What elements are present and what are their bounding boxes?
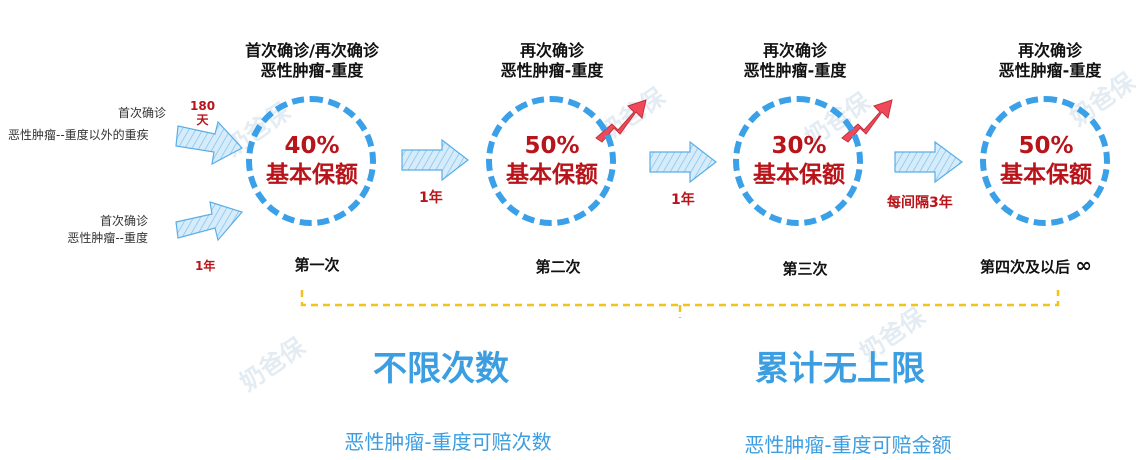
stage-2-content: 50% 基本保额	[487, 132, 617, 190]
stage-3-coverage: 基本保额	[753, 162, 845, 188]
entry-top-interval: 180 天	[190, 99, 215, 127]
stage-1-occurrence: 第一次	[294, 256, 340, 274]
entry-top-interval-num: 180	[190, 99, 216, 113]
entry-bottom-interval: 1年	[195, 259, 216, 273]
entry-bottom-label: 首次确诊 恶性肿瘤--重度	[67, 213, 148, 247]
entry-arrow-top	[175, 120, 243, 166]
bracket	[300, 290, 1060, 318]
entry-top-line2: 恶性肿瘤--重度以外的重疾	[8, 128, 149, 142]
interval-2: 1年	[671, 192, 695, 208]
stage-4-content: 50% 基本保额	[981, 132, 1111, 190]
entry-top-interval-unit: 天	[196, 113, 209, 127]
stage-1-percent: 40%	[284, 133, 340, 159]
entry-bottom-line2: 恶性肿瘤--重度	[67, 231, 148, 245]
stage-3-title-line2: 恶性肿瘤-重度	[743, 61, 847, 80]
summary-right-title: 累计无上限	[755, 349, 925, 389]
stage-2-occurrence: 第二次	[535, 258, 581, 276]
stage-2-coverage: 基本保额	[506, 162, 598, 188]
interval-3: 每间隔3年	[887, 195, 953, 211]
stage-3-circle	[733, 96, 863, 226]
stage-1-title-line1: 首次确诊/再次确诊	[245, 41, 379, 60]
stage-3-title-line1: 再次确诊	[762, 41, 827, 60]
stage-1-circle	[246, 96, 376, 226]
stage-1-content: 40% 基本保额	[247, 132, 377, 190]
stage-2-title: 再次确诊 恶性肿瘤-重度	[452, 41, 652, 81]
stage-1-title: 首次确诊/再次确诊 恶性肿瘤-重度	[212, 41, 412, 81]
stage-4-occurrence-wrap: 第四次及以后 ∞	[980, 253, 1140, 277]
entry-bottom-line1: 首次确诊	[99, 214, 148, 228]
stage-4-occurrence: 第四次及以后	[980, 258, 1071, 276]
entry-top-line1: 首次确诊	[117, 106, 166, 120]
stage-4-percent: 50%	[1018, 133, 1074, 159]
stage-4-title-line2: 恶性肿瘤-重度	[998, 61, 1102, 80]
stage-2-percent: 50%	[524, 133, 580, 159]
summary-left-title: 不限次数	[373, 349, 509, 389]
stage-2-circle	[486, 96, 616, 226]
summary-left-sub: 恶性肿瘤-重度可赔次数	[344, 430, 552, 454]
stage-3-percent: 30%	[771, 133, 827, 159]
stage-arrow-1	[401, 138, 469, 182]
stage-1-title-line2: 恶性肿瘤-重度	[260, 61, 364, 80]
stage-4-title-line1: 再次确诊	[1017, 41, 1082, 60]
stage-4-coverage: 基本保额	[1000, 162, 1092, 188]
stage-arrow-3	[894, 140, 964, 184]
interval-1: 1年	[419, 190, 443, 206]
stage-2-title-line1: 再次确诊	[519, 41, 584, 60]
stage-2-title-line2: 恶性肿瘤-重度	[500, 61, 604, 80]
stage-3-occurrence: 第三次	[782, 260, 828, 278]
stage-arrow-2	[649, 140, 717, 184]
entry-top-label: 首次确诊	[118, 105, 166, 122]
stage-4-circle	[980, 96, 1110, 226]
entry-top-label-2: 恶性肿瘤--重度以外的重疾	[8, 127, 149, 144]
stage-4-title: 再次确诊 恶性肿瘤-重度	[950, 41, 1143, 81]
summary-right-sub: 恶性肿瘤-重度可赔金额	[744, 433, 952, 457]
entry-arrow-bottom	[175, 201, 244, 242]
infinity-icon: ∞	[1075, 253, 1092, 277]
stage-3-content: 30% 基本保额	[734, 132, 864, 190]
stage-3-title: 再次确诊 恶性肿瘤-重度	[695, 41, 895, 81]
stage-1-coverage: 基本保额	[266, 162, 358, 188]
